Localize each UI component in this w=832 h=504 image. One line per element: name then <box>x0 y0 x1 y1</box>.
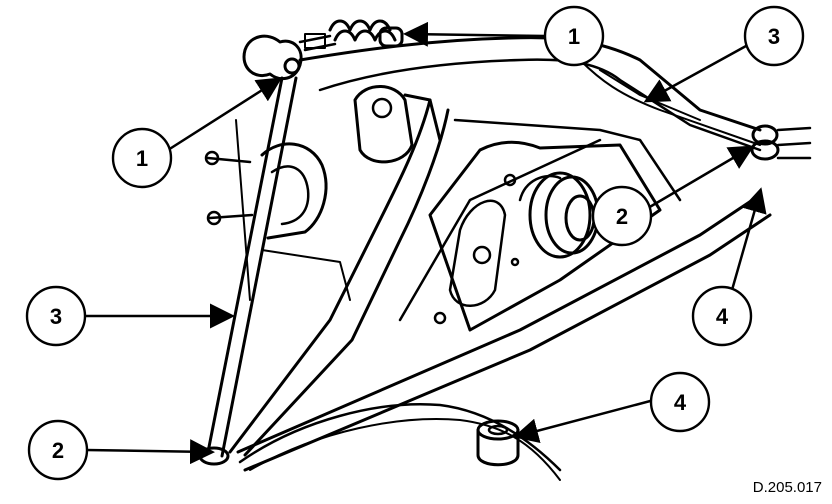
callout-leaders <box>82 21 767 465</box>
leader-3-top <box>643 44 748 103</box>
leader-4-bottom <box>513 398 656 443</box>
figure-reference: D.205.017 <box>753 479 822 496</box>
callout-1-top: 1 <box>543 5 605 67</box>
center-bushing <box>518 171 600 259</box>
spring-assembly-top <box>298 19 404 52</box>
callout-label: 4 <box>674 390 687 415</box>
callout-4-right: 4 <box>691 285 753 347</box>
hub-assembly <box>204 119 351 301</box>
callout-label: 3 <box>768 24 780 49</box>
leader-1-top <box>403 21 548 47</box>
callout-4-bottom: 4 <box>649 371 711 433</box>
callout-label: 1 <box>136 146 148 171</box>
callout-3-top: 3 <box>743 5 805 67</box>
loose-bushing <box>476 419 520 467</box>
callout-2-center: 2 <box>591 185 653 247</box>
leader-1-left <box>166 77 283 152</box>
subframe-member <box>228 98 772 472</box>
leader-2-left <box>84 439 215 465</box>
leader-2-center <box>646 145 755 210</box>
callout-label: 3 <box>50 304 62 329</box>
callout-label: 1 <box>568 24 580 49</box>
callout-1-left: 1 <box>111 127 173 189</box>
lower-cable <box>238 403 562 481</box>
callout-label: 2 <box>52 438 64 463</box>
subframe-assembly-drawing <box>198 19 812 481</box>
callout-label: 2 <box>616 204 628 229</box>
callout-label: 4 <box>716 304 729 329</box>
upper-left-bushing <box>242 34 303 81</box>
central-mount <box>353 85 442 164</box>
leader-4-right <box>730 187 767 292</box>
callout-3-left: 3 <box>25 285 87 347</box>
callout-2-left: 2 <box>27 419 89 481</box>
